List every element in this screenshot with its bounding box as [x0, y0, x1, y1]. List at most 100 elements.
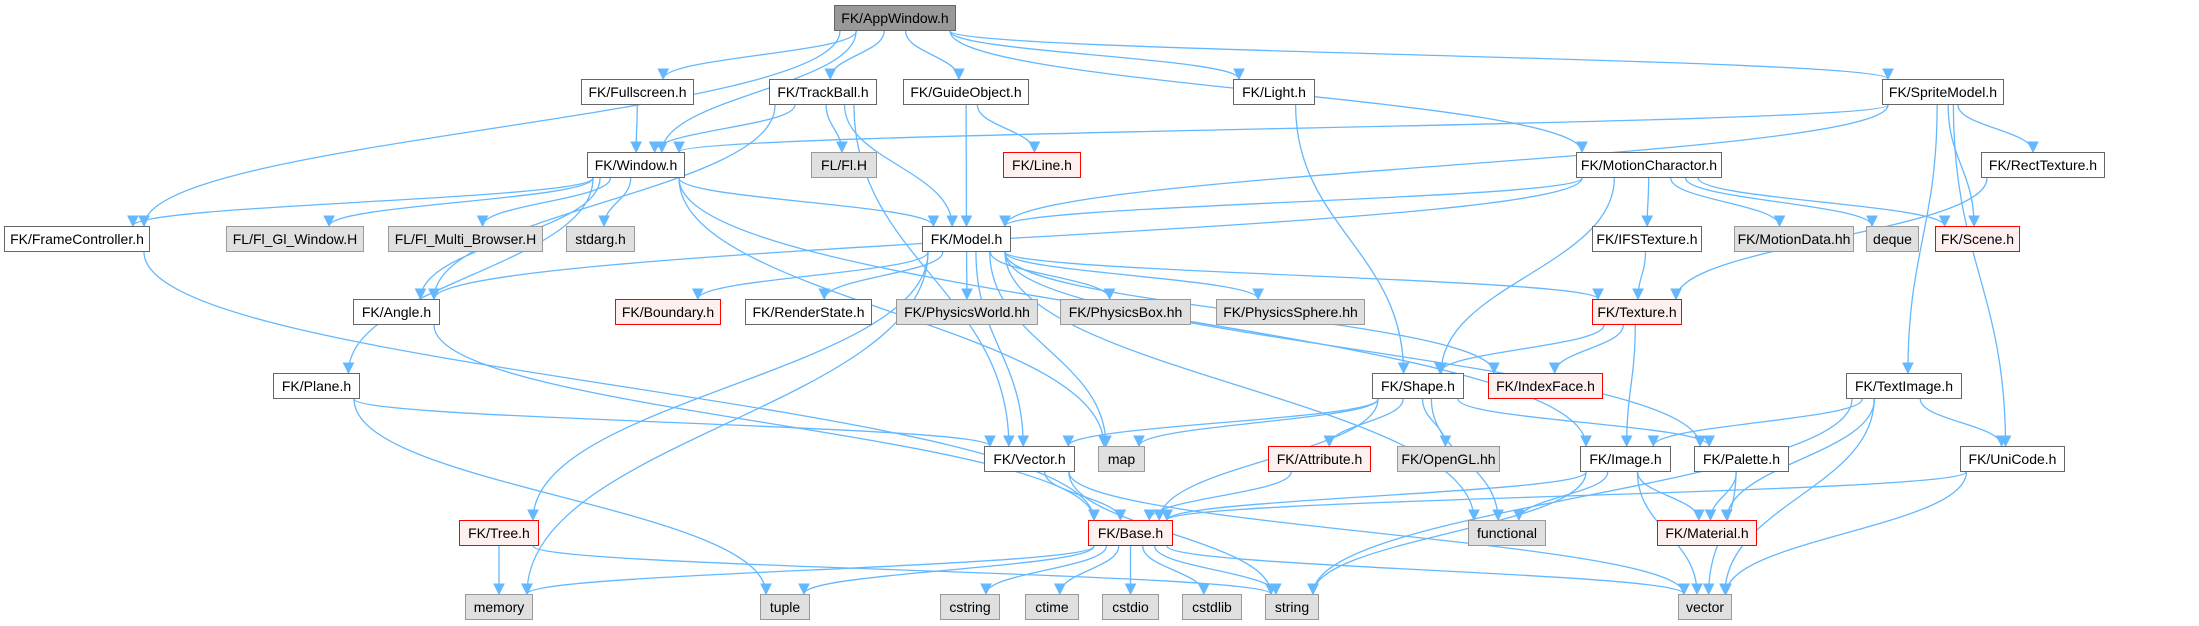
edge-model-to-physicsbox	[989, 251, 1116, 301]
node-base[interactable]: FK/Base.h	[1088, 520, 1173, 546]
node-shape[interactable]: FK/Shape.h	[1372, 373, 1464, 399]
node-appwindow[interactable]: FK/AppWindow.h	[834, 5, 956, 31]
edge-base-to-cstdlib	[1142, 545, 1210, 596]
edge-motioncharactor-to-motiondata	[1670, 177, 1786, 228]
node-memory[interactable]: memory	[465, 594, 533, 620]
node-physicssphere[interactable]: FK/PhysicsSphere.hh	[1216, 299, 1365, 325]
edge-image-to-string	[1307, 471, 1587, 596]
node-motioncharactor[interactable]: FK/MotionCharactor.h	[1576, 152, 1722, 178]
edge-textimage-to-vector	[1719, 398, 1875, 596]
edge-motioncharactor-to-ifstexture	[1641, 177, 1654, 228]
edge-shape-to-attribute	[1323, 398, 1404, 448]
node-plane[interactable]: FK/Plane.h	[273, 373, 360, 399]
node-line[interactable]: FK/Line.h	[1003, 152, 1081, 178]
node-vector[interactable]: FK/Vector.h	[984, 446, 1075, 472]
edge-base-to-vector	[1166, 545, 1690, 596]
node-textimage[interactable]: FK/TextImage.h	[1846, 373, 1962, 399]
node-material[interactable]: FK/Material.h	[1657, 520, 1757, 546]
edge-appwindow-to-guideobject	[905, 30, 965, 81]
node-guideobject[interactable]: FK/GuideObject.h	[903, 79, 1029, 105]
node-stdarg[interactable]: stdarg.h	[566, 226, 635, 252]
edge-attribute-to-base	[1143, 471, 1292, 522]
node-fl-h[interactable]: FL/Fl.H	[811, 152, 877, 178]
edge-model-to-texture	[1004, 251, 1604, 301]
edge-model-to-physicssphere	[1004, 251, 1264, 301]
node-unicode[interactable]: FK/UniCode.h	[1960, 446, 2065, 472]
edge-motioncharactor-to-model	[999, 177, 1583, 228]
node-functional[interactable]: functional	[1468, 520, 1546, 546]
edge-shape-to-palette	[1457, 398, 1715, 448]
edge-appwindow-to-spritemodel	[949, 30, 1894, 81]
node-string[interactable]: string	[1265, 594, 1319, 620]
edge-guideobject-to-line	[976, 104, 1041, 154]
edge-window-to-stdarg	[598, 177, 632, 228]
node-renderstate[interactable]: FK/RenderState.h	[745, 299, 872, 325]
node-angle[interactable]: FK/Angle.h	[353, 299, 440, 325]
edge-spritemodel-to-model	[999, 104, 1889, 228]
node-texture[interactable]: FK/Texture.h	[1592, 299, 1682, 325]
edge-motioncharactor-to-deque	[1684, 177, 1878, 228]
edge-image-to-material	[1637, 471, 1705, 522]
edge-spritemodel-to-window	[673, 104, 1889, 154]
node-fullscreen[interactable]: FK/Fullscreen.h	[581, 79, 694, 105]
edge-spritemodel-to-scene	[1947, 104, 1980, 228]
node-model[interactable]: FK/Model.h	[922, 226, 1011, 252]
edge-window-to-map	[678, 177, 1110, 448]
edge-window-to-flglwindow	[323, 177, 594, 228]
node-spritemodel[interactable]: FK/SpriteModel.h	[1882, 79, 2004, 105]
node-tuple[interactable]: tuple	[760, 594, 810, 620]
edge-unicode-to-vector	[1720, 471, 1968, 596]
edge-spritemodel-to-textimage	[1902, 104, 1938, 375]
edge-ifstexture-to-texture	[1632, 251, 1647, 301]
node-light[interactable]: FK/Light.h	[1233, 79, 1315, 105]
edge-plane-to-vector	[353, 398, 996, 448]
node-attribute[interactable]: FK/Attribute.h	[1268, 446, 1371, 472]
node-cstdio[interactable]: cstdio	[1102, 594, 1159, 620]
edge-model-to-tree	[527, 251, 929, 522]
node-indexface[interactable]: FK/IndexFace.h	[1488, 373, 1603, 399]
edge-base-to-cstring	[980, 545, 1108, 596]
node-cstring[interactable]: cstring	[940, 594, 1000, 620]
node-motiondata[interactable]: FK/MotionData.hh	[1734, 226, 1854, 252]
node-physicsbox[interactable]: FK/PhysicsBox.hh	[1060, 299, 1191, 325]
edge-spritemodel-to-recttexture	[1957, 104, 2039, 154]
node-deque[interactable]: deque	[1866, 226, 1919, 252]
node-fl-gl-window[interactable]: FL/Fl_Gl_Window.H	[226, 226, 364, 252]
node-ctime[interactable]: ctime	[1025, 594, 1079, 620]
edge-trackball-to-window	[648, 104, 796, 154]
edge-appwindow-to-trackball	[824, 30, 885, 81]
node-physicsworld[interactable]: FK/PhysicsWorld.hh	[896, 299, 1038, 325]
edge-unicode-to-base	[1161, 471, 1967, 522]
edge-framecontroller-to-base	[143, 251, 1100, 522]
edge-model-to-map	[989, 251, 1112, 448]
edge-shape-to-vector	[1062, 398, 1379, 448]
node-ifstexture[interactable]: FK/IFSTexture.h	[1592, 226, 1702, 252]
edge-trackball-to-flh	[825, 104, 848, 154]
node-framecontroller[interactable]: FK/FrameController.h	[4, 226, 150, 252]
node-image[interactable]: FK/Image.h	[1580, 446, 1671, 472]
edge-trackball-to-angle	[428, 104, 776, 301]
node-fl-multi-browser[interactable]: FL/Fl_Multi_Browser.H	[388, 226, 543, 252]
node-map[interactable]: map	[1098, 446, 1145, 472]
edge-texture-to-image	[1620, 324, 1636, 448]
edge-model-to-renderstate	[818, 251, 944, 301]
edge-base-to-ctime	[1054, 545, 1120, 596]
edge-plane-to-tuple	[353, 398, 772, 596]
edge-base-to-string	[1154, 545, 1282, 596]
node-palette[interactable]: FK/Palette.h	[1694, 446, 1789, 472]
edge-appwindow-to-fullscreen	[657, 30, 858, 81]
node-boundary[interactable]: FK/Boundary.h	[615, 299, 721, 325]
node-recttexture[interactable]: FK/RectTexture.h	[1981, 152, 2105, 178]
node-trackball[interactable]: FK/TrackBall.h	[769, 79, 877, 105]
node-tree[interactable]: FK/Tree.h	[459, 520, 539, 546]
node-vector-std[interactable]: vector	[1678, 594, 1732, 620]
edge-tree-to-string	[532, 545, 1277, 596]
node-opengl[interactable]: FK/OpenGL.hh	[1397, 446, 1500, 472]
edge-spritemodel-to-unicode	[1952, 104, 2012, 448]
edge-base-to-tuple	[798, 545, 1095, 596]
node-scene[interactable]: FK/Scene.h	[1935, 226, 2020, 252]
edge-trackball-to-vector	[853, 104, 1015, 448]
node-window[interactable]: FK/Window.h	[587, 152, 685, 178]
node-cstdlib[interactable]: cstdlib	[1182, 594, 1242, 620]
edge-window-to-framecontroller	[127, 177, 594, 228]
